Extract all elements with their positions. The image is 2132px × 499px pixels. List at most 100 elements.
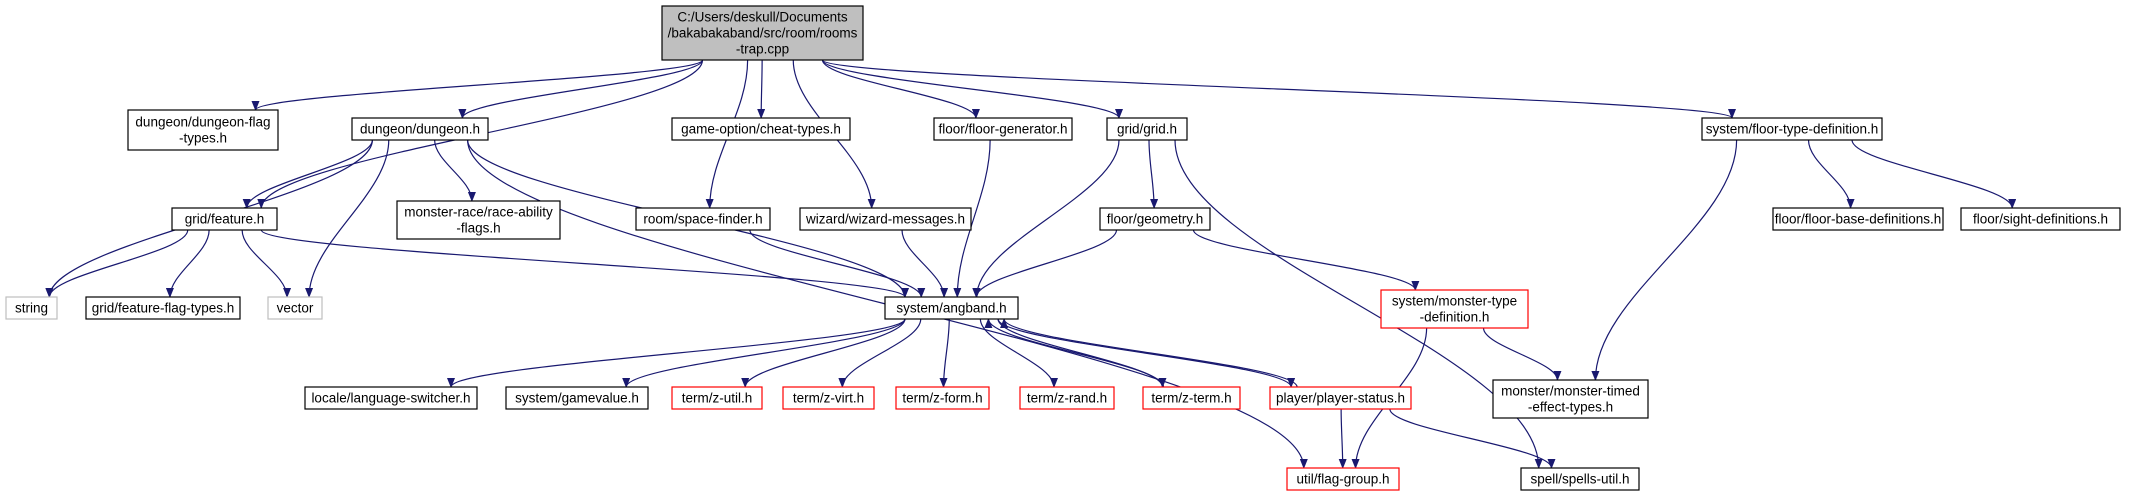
node-box[interactable] — [671, 117, 851, 141]
node-box[interactable] — [127, 109, 279, 151]
node-box[interactable] — [85, 296, 241, 320]
node-label: -flags.h — [456, 220, 500, 235]
node-box[interactable] — [1019, 386, 1115, 410]
node-box[interactable] — [396, 200, 561, 240]
node-box[interactable] — [1960, 207, 2121, 231]
node-grid_h[interactable]: grid/grid.h — [1106, 117, 1188, 141]
node-feature_h[interactable]: grid/feature.h — [171, 207, 278, 231]
node-box[interactable] — [671, 386, 763, 410]
node-box[interactable] — [1492, 379, 1649, 419]
node-label: room/space-finder.h — [643, 211, 762, 226]
edge-angband-to-gamevalue — [622, 318, 906, 388]
node-box[interactable] — [1106, 117, 1188, 141]
node-label: util/flag-group.h — [1296, 471, 1389, 486]
node-label: monster/monster-timed — [1501, 383, 1640, 398]
edge-root-to-floor_type_def — [821, 59, 1736, 119]
edge-grid_h-to-geometry — [1148, 139, 1159, 209]
node-label: string — [15, 300, 48, 315]
node-box[interactable] — [884, 296, 1019, 320]
node-geometry[interactable]: floor/geometry.h — [1099, 207, 1211, 231]
node-box[interactable] — [267, 296, 323, 320]
edge-angband-to-language_switcher — [447, 318, 906, 388]
node-box[interactable] — [1286, 467, 1400, 491]
node-label: vector — [277, 300, 314, 315]
node-z_form[interactable]: term/z-form.h — [895, 386, 990, 410]
node-box[interactable] — [1701, 117, 1883, 141]
edge-angband-to-player_status — [997, 318, 1296, 388]
edge-angband-to-z_rand — [979, 318, 1058, 388]
node-label: C:/Users/deskull/Documents — [677, 9, 848, 24]
node-sight_defs[interactable]: floor/sight-definitions.h — [1960, 207, 2121, 231]
edge-floor_type_def-to-floor_base_defs — [1807, 139, 1855, 209]
node-z_virt[interactable]: term/z-virt.h — [782, 386, 875, 410]
node-label: grid/grid.h — [1117, 121, 1177, 136]
node-label: system/monster-type — [1392, 293, 1517, 308]
node-label: -effect-types.h — [1528, 399, 1613, 414]
node-language_switcher[interactable]: locale/language-switcher.h — [304, 386, 478, 410]
node-dungeon_h[interactable]: dungeon/dungeon.h — [351, 117, 489, 141]
dependency-nodes: C:/Users/deskull/Documents/bakabakaband/… — [5, 5, 2121, 491]
edge-floor_type_def-to-sight_defs — [1851, 139, 2017, 209]
node-gamevalue[interactable]: system/gamevalue.h — [505, 386, 649, 410]
node-cheat_types[interactable]: game-option/cheat-types.h — [671, 117, 851, 141]
node-box[interactable] — [304, 386, 478, 410]
node-label: system/angband.h — [896, 300, 1006, 315]
node-vector[interactable]: vector — [267, 296, 323, 320]
node-floor_generator[interactable]: floor/floor-generator.h — [933, 117, 1073, 141]
edge-player_status-to-spells_util — [1389, 408, 1556, 469]
edge-feature_h-to-feature_flag_types — [165, 229, 210, 298]
node-root[interactable]: C:/Users/deskull/Documents/bakabakaband/… — [661, 5, 864, 61]
node-label: term/z-term.h — [1151, 390, 1231, 405]
node-box[interactable] — [171, 207, 278, 231]
node-wizard_messages[interactable]: wizard/wizard-messages.h — [799, 207, 972, 231]
node-box[interactable] — [505, 386, 649, 410]
node-label: -types.h — [179, 130, 227, 145]
node-box[interactable] — [1520, 467, 1640, 491]
node-floor_base_defs[interactable]: floor/floor-base-definitions.h — [1772, 207, 1944, 231]
node-box[interactable] — [933, 117, 1073, 141]
node-z_rand[interactable]: term/z-rand.h — [1019, 386, 1115, 410]
node-feature_flag_types[interactable]: grid/feature-flag-types.h — [85, 296, 241, 320]
node-box[interactable] — [351, 117, 489, 141]
node-label: system/floor-type-definition.h — [1706, 121, 1879, 136]
node-box[interactable] — [799, 207, 972, 231]
node-flag_group[interactable]: util/flag-group.h — [1286, 467, 1400, 491]
node-box[interactable] — [1269, 386, 1412, 410]
node-space_finder[interactable]: room/space-finder.h — [635, 207, 771, 231]
edge-grid_h-to-angband — [972, 139, 1120, 298]
node-race_ability[interactable]: monster-race/race-ability-flags.h — [396, 200, 561, 240]
node-box[interactable] — [1099, 207, 1211, 231]
node-z_util[interactable]: term/z-util.h — [671, 386, 763, 410]
edge-dungeon_h-to-race_ability — [434, 139, 476, 202]
edge-feature_h-to-string — [45, 229, 189, 298]
edge-angband-to-z_virt — [838, 318, 922, 388]
node-label: game-option/cheat-types.h — [681, 121, 841, 136]
node-box[interactable] — [1772, 207, 1944, 231]
node-label: system/gamevalue.h — [515, 390, 639, 405]
node-string[interactable]: string — [5, 296, 58, 320]
node-floor_type_def[interactable]: system/floor-type-definition.h — [1701, 117, 1883, 141]
node-angband[interactable]: system/angband.h — [884, 296, 1019, 320]
node-label: term/z-form.h — [902, 390, 982, 405]
node-box[interactable] — [782, 386, 875, 410]
node-label: term/z-virt.h — [793, 390, 864, 405]
node-label: term/z-util.h — [682, 390, 753, 405]
node-box[interactable] — [661, 5, 864, 61]
node-box[interactable] — [5, 296, 58, 320]
node-monster_timed[interactable]: monster/monster-timed-effect-types.h — [1492, 379, 1649, 419]
node-box[interactable] — [895, 386, 990, 410]
edge-root-to-dungeon_flag_types — [251, 59, 704, 111]
node-dungeon_flag_types[interactable]: dungeon/dungeon-flag-types.h — [127, 109, 279, 151]
edge-player_status-to-flag_group — [1338, 408, 1347, 469]
node-label: /bakabakaband/src/room/rooms — [668, 25, 858, 40]
node-spells_util[interactable]: spell/spells-util.h — [1520, 467, 1640, 491]
node-z_term[interactable]: term/z-term.h — [1142, 386, 1241, 410]
node-label: floor/floor-base-definitions.h — [1775, 211, 1942, 226]
node-label: floor/geometry.h — [1107, 211, 1204, 226]
node-player_status[interactable]: player/player-status.h — [1269, 386, 1412, 410]
node-box[interactable] — [635, 207, 771, 231]
node-monster_type_def[interactable]: system/monster-type-definition.h — [1380, 289, 1529, 329]
node-box[interactable] — [1142, 386, 1241, 410]
edge-geometry-to-monster_type_def — [1192, 229, 1420, 291]
node-box[interactable] — [1380, 289, 1529, 329]
